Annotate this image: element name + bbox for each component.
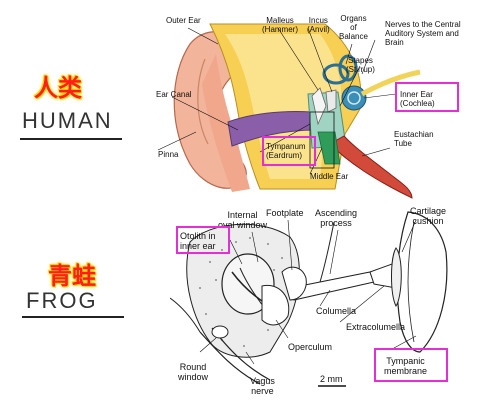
- frog-chinese-title: 青蛙: [48, 262, 96, 290]
- inner-ear-label: Inner Ear (Cochlea): [400, 90, 435, 108]
- auditory-nerve-shape: [360, 69, 421, 97]
- cartilage-cushion-label: Cartilage cushion: [410, 206, 447, 226]
- footplate-label: Footplate: [266, 208, 304, 218]
- human-chinese-title: 人类: [34, 74, 82, 102]
- cochlea-shape: [341, 85, 367, 111]
- frog-english-title: FROG: [26, 288, 98, 313]
- outer-ear-label: Outer Ear: [166, 16, 201, 25]
- tympanic-membrane-highlight-box: [374, 348, 448, 382]
- incus-label: Incus (Anvil): [307, 16, 330, 34]
- footplate-shape: [281, 266, 307, 301]
- operculum-shape: [261, 284, 290, 326]
- extracolumella-label: Extracolumella: [346, 322, 406, 332]
- round-window-shape: [211, 325, 229, 339]
- round-window-label: Round window: [178, 362, 209, 382]
- tympanum-highlight-box: [262, 136, 316, 166]
- cartilage-cushion-shape: [391, 247, 402, 307]
- tympanum-label: Tympanum (Eardrum): [266, 142, 306, 160]
- tympanic-membrane-label: Tympanic membrane: [384, 356, 428, 376]
- ascending-process-label: Ascending process: [315, 208, 358, 228]
- human-english-title: HUMAN: [22, 108, 113, 133]
- internal-oval-window-label: Internal oval window: [218, 210, 268, 230]
- otolith-label: Otolith in inner ear: [180, 231, 216, 251]
- pinna-label: Pinna: [158, 150, 179, 159]
- eustachian-tube-shape: [329, 135, 413, 199]
- malleus-label: Malleus (Hammer): [262, 16, 298, 34]
- human-ear-illustration: [157, 23, 421, 199]
- vagus-nerve-label: Vagus nerve: [250, 376, 275, 396]
- ear-canal-label: Ear Canal: [156, 90, 192, 99]
- malleus-shape: [311, 87, 327, 126]
- human-title-underline: [20, 138, 122, 140]
- columella-label: Columella: [316, 306, 357, 316]
- incus-shape: [325, 89, 337, 113]
- frog-ear-illustration: [170, 211, 448, 387]
- scale-label: 2 mm: [320, 374, 343, 384]
- otolith-highlight-box: [176, 226, 230, 254]
- semicircular-canal-shape: [322, 63, 350, 85]
- eustachian-tube-label: Eustachian Tube: [394, 130, 434, 148]
- frog-title-underline: [22, 316, 124, 318]
- middle-ear-label: Middle Ear: [310, 172, 349, 181]
- nerves-label: Nerves to the Central Auditory System an…: [385, 20, 461, 47]
- stapes-label: Stapes (Stirrup): [346, 56, 375, 74]
- inner-ear-highlight-box: [395, 82, 459, 112]
- organs-of-balance-label: Organs of Balance: [339, 14, 368, 41]
- operculum-label: Operculum: [288, 342, 333, 352]
